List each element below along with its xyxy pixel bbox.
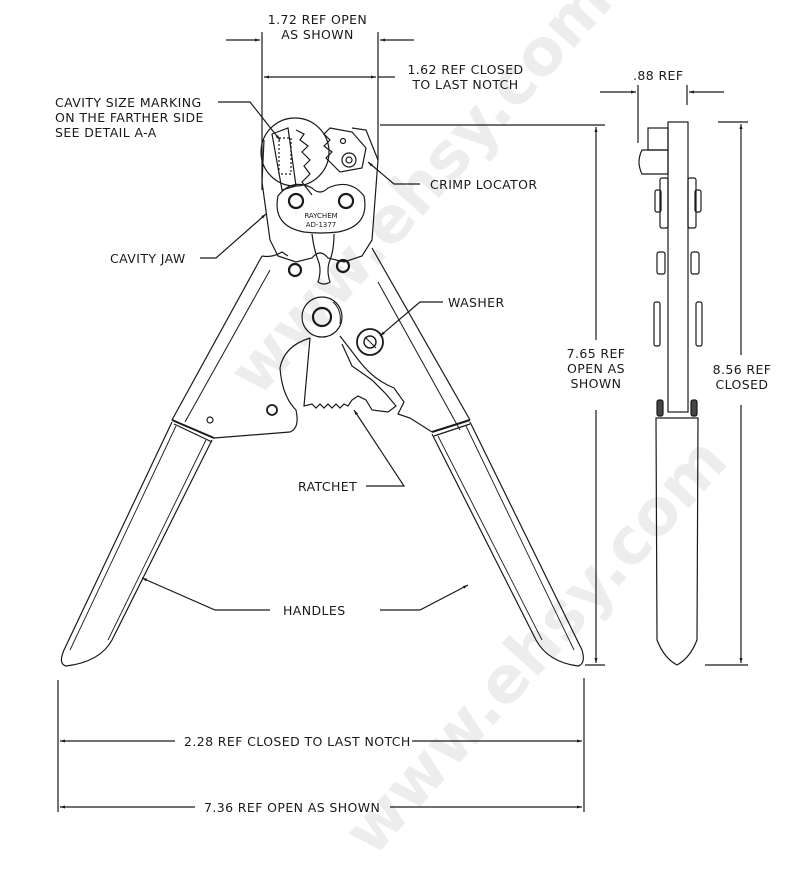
callout-cavity-jaw: CAVITY JAW — [110, 251, 186, 266]
callout-cavity-marking-line2: ON THE FARTHER SIDE — [55, 110, 204, 125]
callout-cavity-marking-line1: CAVITY SIZE MARKING — [55, 95, 202, 110]
dim-jaw-closed-line2: TO LAST NOTCH — [412, 77, 519, 92]
dim-jaw-open-line2: AS SHOWN — [281, 27, 354, 42]
callout-crimp-locator: CRIMP LOCATOR — [430, 177, 538, 192]
dim-height-open-line3: SHOWN — [570, 376, 622, 391]
callout-handles: HANDLES — [283, 603, 346, 618]
tool-front-view — [60, 117, 584, 667]
tool-marking-brand: RAYCHEM — [304, 212, 338, 220]
dim-height-closed-line2: CLOSED — [715, 377, 769, 392]
dim-width — [57, 678, 585, 812]
callout-cavity-marking-line3: SEE DETAIL A-A — [55, 125, 157, 140]
dim-height-closed — [705, 121, 748, 666]
dim-height-open-line1: 7.65 REF — [566, 346, 626, 361]
dim-jaw-open-label: 1.72 REF OPEN AS SHOWN — [255, 12, 380, 42]
leader-lines — [141, 101, 469, 611]
dim-thickness-label: .88 REF — [633, 68, 684, 83]
tool-marking-model: AD-1377 — [305, 221, 337, 229]
dim-width-closed-label: 2.28 REF CLOSED TO LAST NOTCH — [184, 734, 411, 749]
dim-jaw-open — [226, 32, 414, 190]
callout-ratchet: RATCHET — [298, 479, 358, 494]
dim-jaw-closed-line1: 1.62 REF CLOSED — [407, 62, 524, 77]
callout-washer: WASHER — [448, 295, 505, 310]
dim-jaw-open-line1: 1.72 REF OPEN — [267, 12, 368, 27]
dim-height-closed-line1: 8.56 REF — [712, 362, 772, 377]
dim-jaw-closed-label: 1.62 REF CLOSED TO LAST NOTCH — [398, 62, 533, 92]
dim-height-open-label: 7.65 REF OPEN AS SHOWN — [560, 346, 632, 391]
dim-height-closed-label: 8.56 REF CLOSED — [704, 362, 780, 392]
dim-height-open-line2: OPEN AS — [567, 361, 625, 376]
callout-cavity-marking: CAVITY SIZE MARKING ON THE FARTHER SIDE … — [55, 95, 204, 140]
dim-height-open — [380, 124, 605, 666]
crimp-tool-drawing — [57, 32, 748, 812]
dim-thickness — [600, 85, 724, 143]
dim-width-open-label: 7.36 REF OPEN AS SHOWN — [204, 800, 381, 815]
tool-side-view — [638, 121, 703, 666]
